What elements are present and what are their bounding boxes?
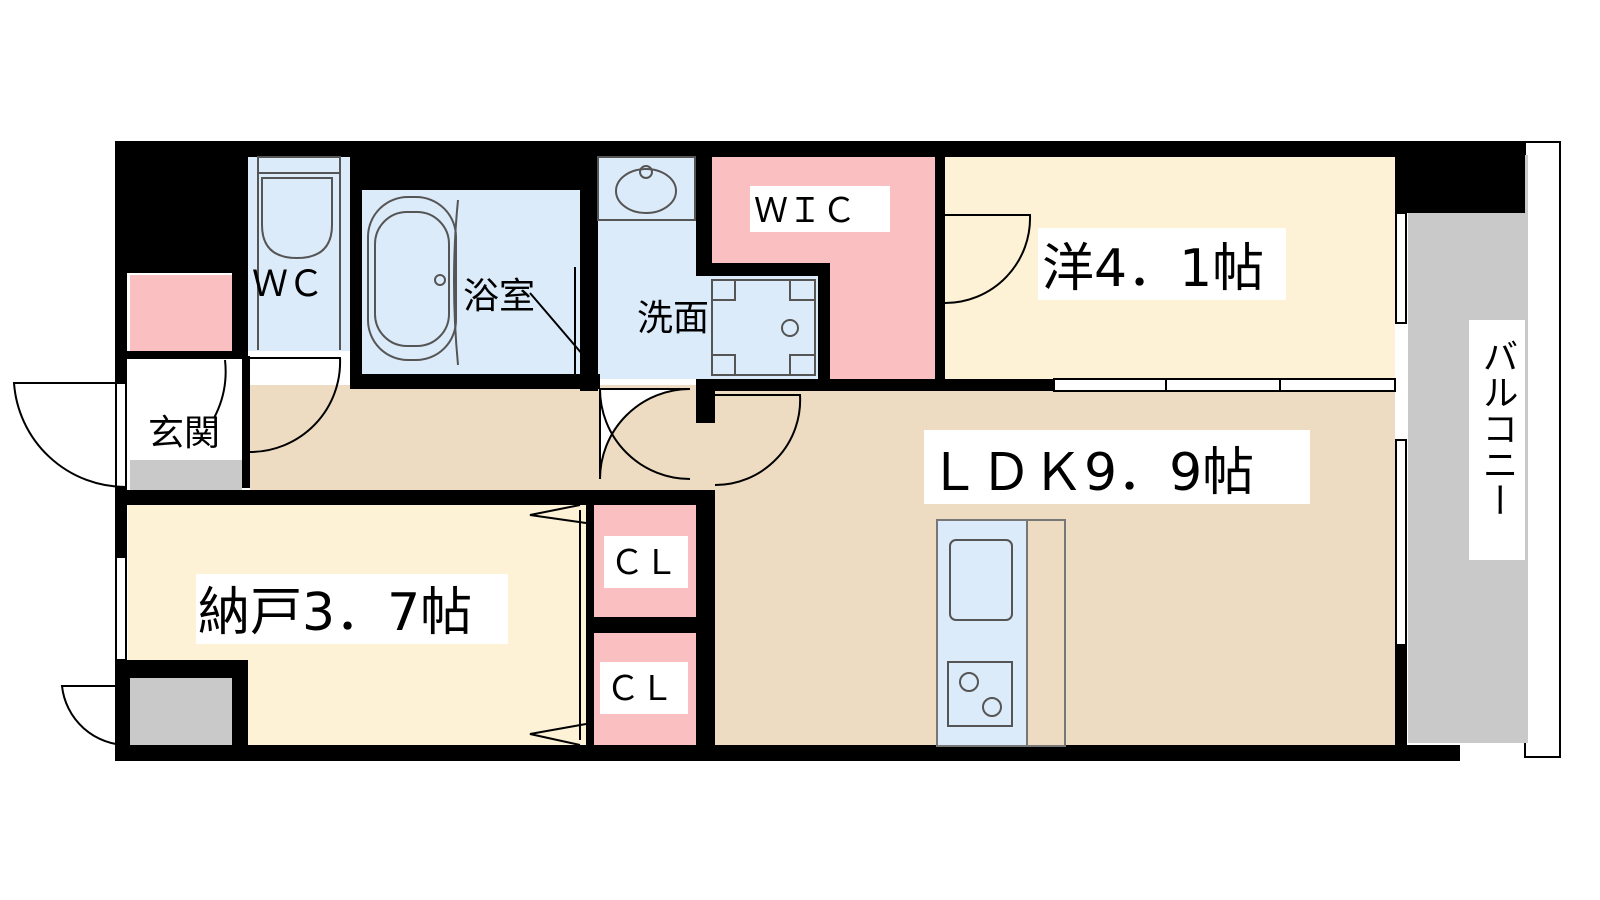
windows <box>115 212 1407 661</box>
label-bath: 浴室 <box>463 276 535 317</box>
storage-door-upper <box>529 504 587 524</box>
bathtub <box>367 196 457 361</box>
label-backgrounds <box>196 186 1525 714</box>
label-washroom: 洗面 <box>637 298 709 339</box>
shoe-box-door <box>213 359 227 419</box>
front-door <box>12 382 127 489</box>
entrance-floor <box>130 460 242 490</box>
label-closet-lower: ＣＬ <box>606 669 674 709</box>
wc-area <box>248 157 350 351</box>
wash-basin <box>597 156 696 221</box>
entrance-shoebox <box>130 275 232 351</box>
label-balcony: バルコニー <box>1477 338 1518 518</box>
western-room-door <box>944 214 1032 304</box>
bath-area <box>362 190 580 374</box>
storage-entry-box <box>130 678 232 745</box>
ldk-door <box>714 394 802 487</box>
bath-door <box>529 267 584 374</box>
kitchen-stove <box>947 661 1013 727</box>
washroom-door <box>599 388 691 480</box>
entrance-step <box>130 360 242 460</box>
washroom-area <box>598 157 710 379</box>
storage-door-lower <box>529 723 587 746</box>
walls <box>115 141 1525 761</box>
label-entrance: 玄関 <box>148 413 220 454</box>
wc-door <box>249 357 342 454</box>
label-western-room: 洋4．1帖 <box>1042 239 1264 299</box>
corridor-area <box>250 385 720 493</box>
kitchen-sink <box>949 539 1013 621</box>
label-wic: ＷＩＣ <box>754 191 856 231</box>
fixtures <box>257 156 1066 747</box>
room-fills <box>128 141 1561 758</box>
doors <box>12 214 1032 747</box>
washing-machine <box>711 279 816 376</box>
label-wc: ＷＣ <box>252 264 324 305</box>
label-ldk: ＬＤＫ9．9帖 <box>928 443 1254 503</box>
label-storage-room: 納戸3．7帖 <box>198 583 472 643</box>
toilet-bowl <box>261 177 333 260</box>
washroom-annex <box>710 276 820 379</box>
labels: ＷＣ 浴室 洗面 ＷＩＣ 洋4．1帖 玄関 ＬＤＫ9．9帖 納戸3．7帖 ＣＬ … <box>148 191 1518 709</box>
storage-outer-door <box>60 685 129 747</box>
label-closet-upper: ＣＬ <box>610 543 678 583</box>
toilet-tank <box>257 156 341 174</box>
balcony-rail <box>1524 141 1561 758</box>
